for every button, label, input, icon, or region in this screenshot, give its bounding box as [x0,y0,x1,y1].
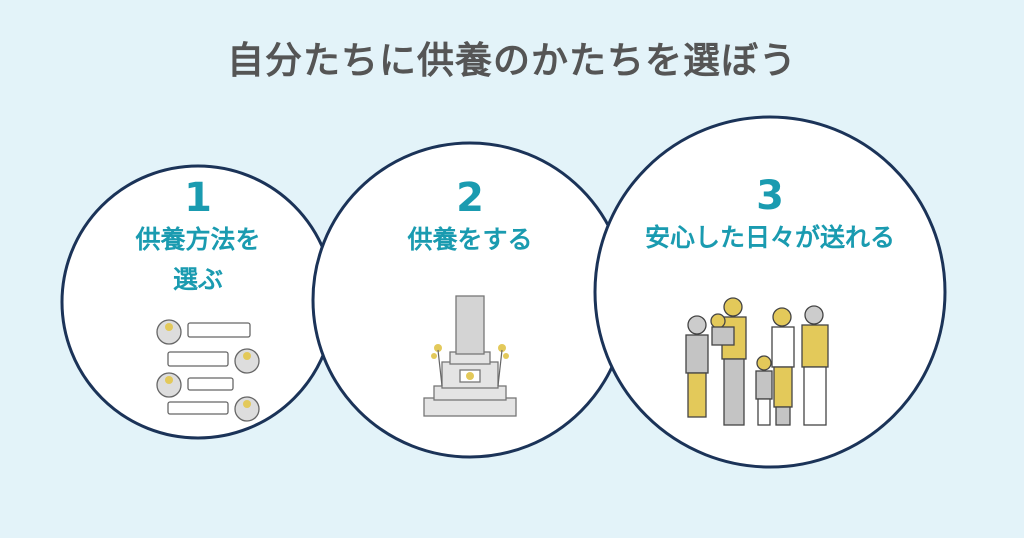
step-3-number: 3 [756,173,784,219]
step-1-label-line1: 供養方法を [135,225,261,254]
step-1-number: 1 [184,175,212,221]
page-title: 自分たちに供養のかたちを選ぼう [227,39,797,82]
step-1: 1 供養方法を 選ぶ [98,176,298,300]
step-3-label-line1: 安心した日々が送れる [644,223,895,252]
step-3-circle [593,115,947,469]
step-2-label-line1: 供養をする [407,225,533,254]
step-2-number: 2 [456,175,484,221]
step-1-label-line2: 選ぶ [172,265,223,294]
step-2: 2 供養をする [370,176,570,260]
step-3: 3 安心した日々が送れる [600,174,940,258]
grave-icon [423,295,517,417]
family-icon [685,297,829,426]
chat-consultation-icon [156,319,260,422]
